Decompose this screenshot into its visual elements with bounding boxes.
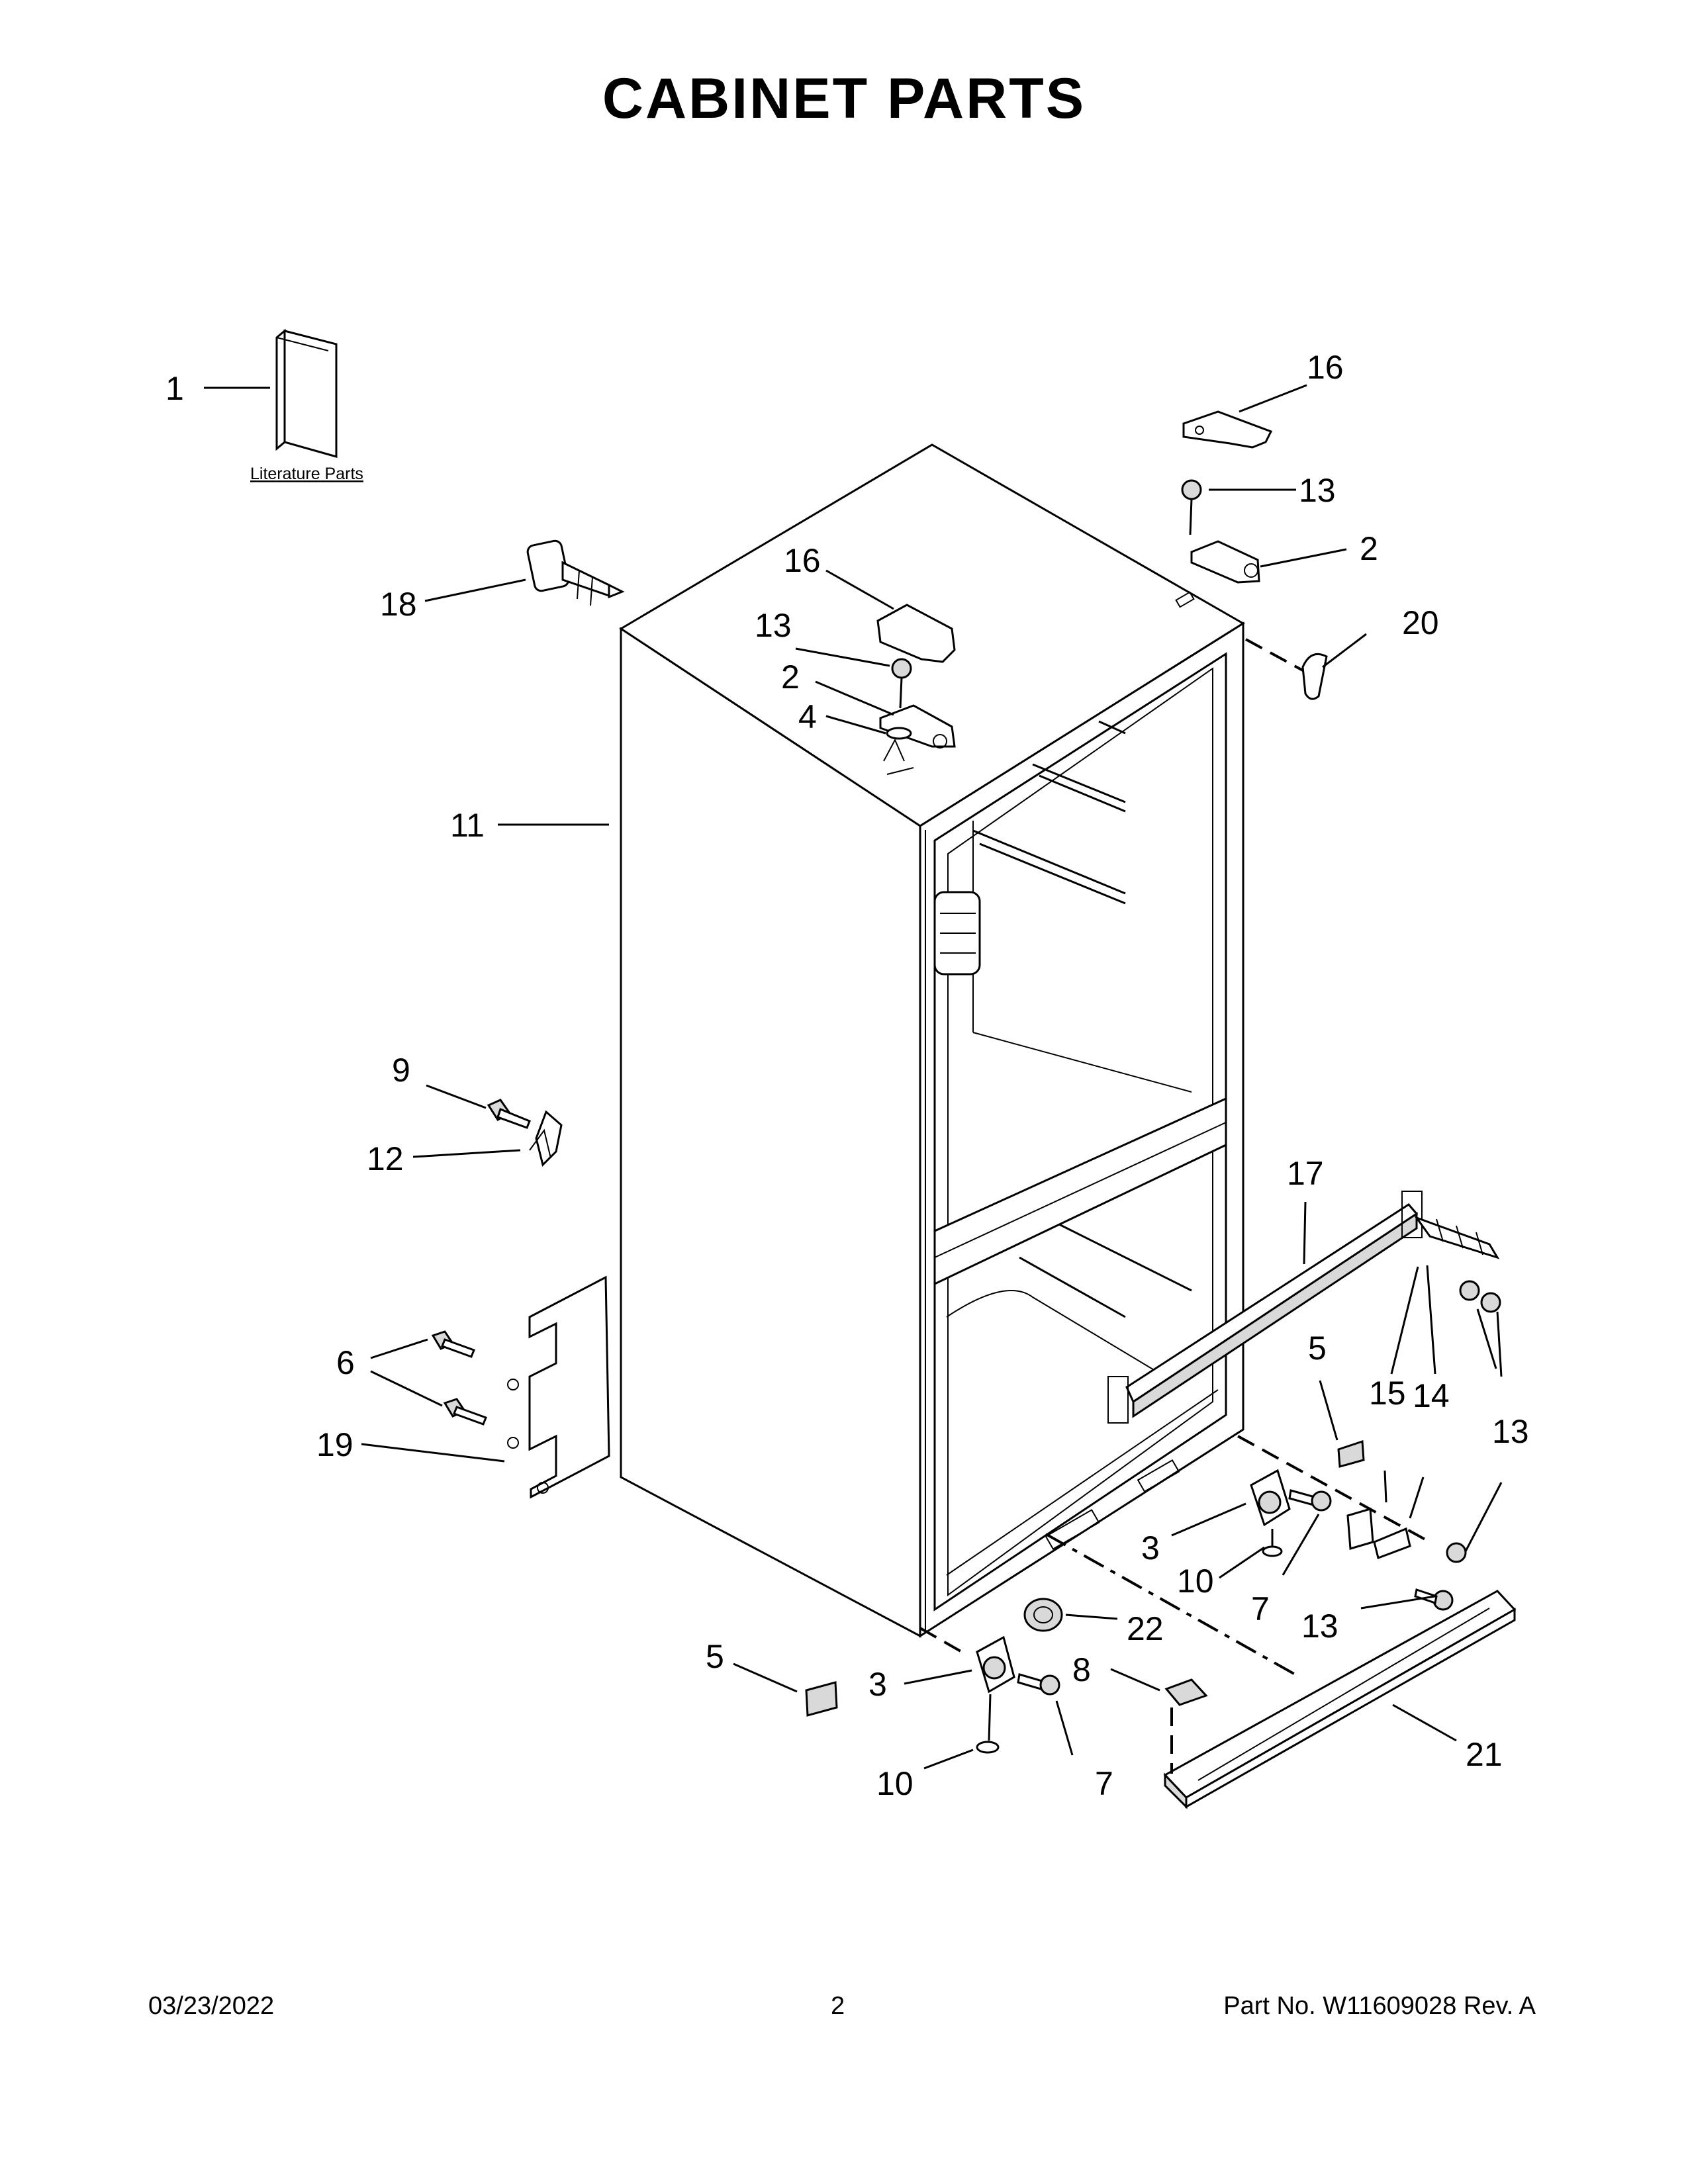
callout-2-top-right: 2 (1360, 530, 1378, 567)
footer-page-number: 2 (831, 1992, 845, 2020)
callout-3-left: 3 (868, 1666, 887, 1703)
callouts: 1 16 13 2 20 18 16 13 2 4 11 9 12 17 6 1… (165, 349, 1529, 1802)
right-front-bracket (1346, 1508, 1411, 1559)
side-screw-9 (487, 1099, 531, 1129)
top-left-hinge-screw (891, 658, 912, 709)
callout-15: 15 (1369, 1375, 1406, 1412)
right-front-screws (1414, 1542, 1467, 1611)
top-left-hinge-cover (876, 604, 956, 663)
bar-mount-bracket (1413, 1215, 1500, 1259)
callout-4: 4 (798, 698, 817, 735)
callout-10-left: 10 (876, 1765, 914, 1802)
right-roller-bracket (1250, 1469, 1291, 1557)
footer-part-number: Part No. W11609028 Rev. A (1223, 1992, 1536, 2020)
callout-22: 22 (1127, 1610, 1164, 1647)
callout-14: 14 (1413, 1377, 1450, 1414)
callout-8: 8 (1072, 1651, 1091, 1688)
top-right-hinge-cover (1182, 410, 1273, 449)
callout-13-top-right: 13 (1299, 472, 1336, 509)
callout-10-right: 10 (1177, 1563, 1214, 1600)
top-right-hinge (1190, 540, 1260, 584)
callout-16-top-right: 16 (1307, 349, 1344, 386)
callout-7-right: 7 (1251, 1590, 1270, 1627)
literature-booklet: Literature Parts (250, 328, 363, 483)
callout-2-top-left: 2 (781, 659, 800, 696)
callout-19: 19 (316, 1426, 353, 1463)
leveling-pad-upper (1337, 1439, 1365, 1468)
hinge-shim (883, 727, 914, 775)
grille-clip (1164, 1678, 1208, 1774)
callout-16-top-left: 16 (784, 542, 821, 579)
callout-13-right-lower: 13 (1301, 1608, 1338, 1645)
bracket-screw-upper (431, 1330, 475, 1358)
callout-13-right-upper: 13 (1492, 1413, 1529, 1450)
callout-9: 9 (392, 1052, 410, 1089)
page-title: CABINET PARTS (602, 67, 1086, 130)
callout-7-left: 7 (1095, 1765, 1113, 1802)
callout-11: 11 (450, 807, 485, 844)
callout-3-right: 3 (1141, 1529, 1160, 1567)
bar-bracket-screws (1459, 1280, 1501, 1313)
literature-parts-label: Literature Parts (250, 465, 363, 483)
callout-5-lower: 5 (706, 1638, 724, 1675)
top-right-hinge-screw (1181, 479, 1202, 535)
hinge-clip (1301, 653, 1328, 700)
door-stop-pin (526, 539, 625, 606)
callout-5-upper: 5 (1308, 1330, 1327, 1367)
callout-6: 6 (336, 1344, 355, 1381)
side-clip-12 (529, 1110, 563, 1167)
top-left-hinge (879, 704, 956, 749)
toe-grille (1163, 1590, 1517, 1809)
callout-21: 21 (1466, 1736, 1503, 1773)
callout-12: 12 (367, 1140, 404, 1177)
left-bracket-screw (1017, 1673, 1060, 1696)
callout-18: 18 (380, 586, 417, 623)
bracket-screw-lower (443, 1398, 487, 1426)
leveling-pad-lower (805, 1681, 838, 1717)
callout-17: 17 (1287, 1155, 1324, 1192)
callout-1: 1 (165, 370, 184, 407)
leader-lines (204, 384, 1503, 1770)
footer-date: 03/23/2022 (148, 1992, 275, 2020)
left-roller-bracket (976, 1635, 1015, 1754)
freezer-cross-bar (1107, 1191, 1423, 1424)
right-bracket-screw (1288, 1489, 1332, 1512)
callout-20: 20 (1402, 604, 1439, 641)
callout-13-top-left: 13 (755, 607, 792, 644)
roller-wheel (1023, 1598, 1063, 1632)
side-bracket-19 (507, 1275, 610, 1499)
